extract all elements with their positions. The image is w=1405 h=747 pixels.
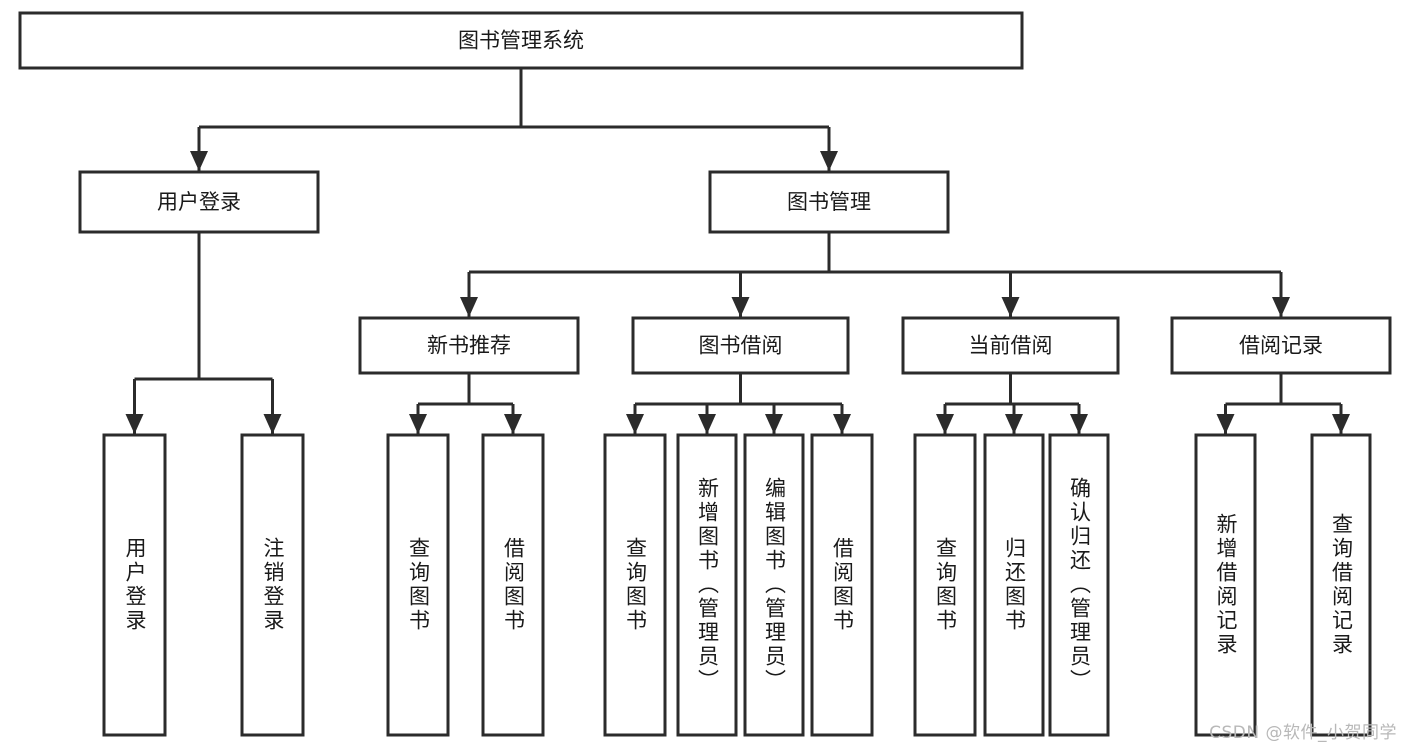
arrow-head-icon	[765, 414, 783, 434]
node-leaf-confirm-return	[1048, 433, 1110, 737]
arrow-head-icon	[1216, 414, 1235, 434]
node-leaf-borrow-book	[810, 433, 874, 737]
arrow-head-icon	[409, 414, 427, 434]
connectors-layer	[125, 68, 1350, 434]
arrow-head-icon	[1005, 414, 1023, 434]
arrow-head-icon	[1001, 297, 1020, 317]
node-book-manage-label: 图书管理	[787, 190, 871, 214]
node-user-login	[78, 170, 320, 234]
node-leaf-user-login	[102, 433, 167, 737]
watermark-text: CSDN @软件_小贺同学	[1209, 723, 1397, 743]
node-leaf-query-book-rec	[386, 433, 450, 737]
arrow-head-icon	[1272, 297, 1290, 317]
node-leaf-query-borrow-record	[1310, 433, 1372, 737]
node-book-borrow	[631, 316, 850, 375]
node-new-book-recommend	[358, 316, 580, 375]
arrow-head-icon	[833, 414, 851, 434]
arrow-head-icon	[460, 297, 478, 317]
arrow-head-icon	[504, 414, 522, 434]
boxes-layer	[18, 11, 1392, 737]
arrow-head-icon	[820, 151, 838, 171]
node-book-manage	[708, 170, 950, 234]
node-leaf-return-book	[983, 433, 1045, 737]
node-leaf-edit-book	[743, 433, 805, 737]
arrow-head-icon	[626, 414, 644, 434]
arrow-head-icon	[190, 151, 208, 171]
node-leaf-add-book	[676, 433, 738, 737]
arrow-head-icon	[1070, 414, 1088, 434]
node-borrow-record	[1170, 316, 1392, 375]
node-current-borrow-label: 当前借阅	[969, 334, 1053, 358]
node-new-book-recommend-label: 新书推荐	[427, 334, 511, 358]
node-leaf-query-book-cur	[913, 433, 977, 737]
node-borrow-record-label: 借阅记录	[1239, 334, 1323, 358]
node-current-borrow	[901, 316, 1120, 375]
arrow-head-icon	[125, 414, 144, 434]
node-leaf-borrow-book-rec	[481, 433, 545, 737]
node-leaf-user-logout	[240, 433, 305, 737]
arrow-head-icon	[1332, 414, 1350, 434]
node-leaf-add-borrow-record	[1194, 433, 1257, 737]
arrow-head-icon	[731, 297, 750, 317]
node-book-borrow-label: 图书借阅	[699, 334, 783, 358]
node-leaf-query-book	[603, 433, 667, 737]
arrow-head-icon	[698, 414, 716, 434]
node-user-login-label: 用户登录	[157, 190, 241, 214]
node-root-label: 图书管理系统	[458, 29, 584, 53]
arrow-head-icon	[263, 414, 282, 434]
arrow-head-icon	[936, 414, 954, 434]
node-root-图书管理系统	[18, 11, 1024, 70]
